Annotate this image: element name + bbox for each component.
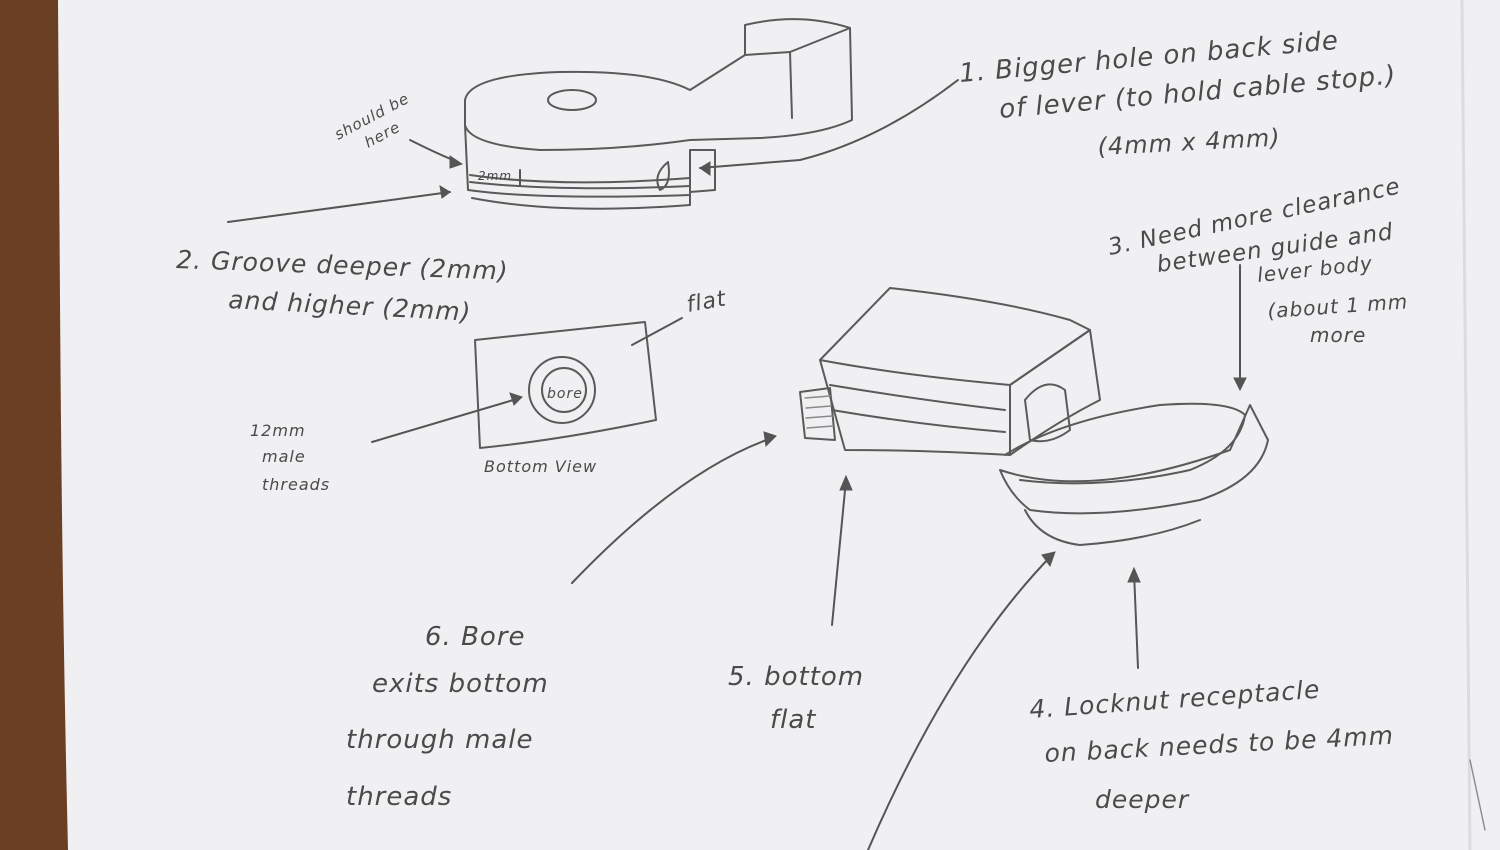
note-6-line-3: through male	[346, 725, 533, 755]
bottom-view-label: Bottom View	[484, 457, 597, 476]
note-6-line-4: threads	[346, 782, 452, 812]
male-threads-label-2: male	[262, 447, 306, 466]
note-6: 6. Bore exits bottom through male thread…	[346, 622, 549, 812]
two-mm-label: 2mm	[478, 169, 512, 183]
note-4-line-3: deeper	[1095, 785, 1190, 814]
note-6-line-1: 6. Bore	[425, 622, 526, 652]
note-5: 5. bottom flat	[728, 662, 864, 735]
lever-sketch-top	[464, 18, 853, 210]
note-5-line-1: 5. bottom	[728, 662, 864, 692]
bore-label: bore	[547, 386, 583, 402]
note-5-line-2: flat	[770, 705, 817, 735]
lever-sketch-3d	[799, 287, 1269, 546]
male-threads-label-1: 12mm	[250, 421, 306, 440]
note-3-line-5: more	[1310, 323, 1366, 347]
bottom-view-sketch	[474, 321, 657, 449]
paper-sheet	[58, 0, 1500, 850]
note-6-line-2: exits bottom	[372, 669, 549, 699]
male-threads-label-3: threads	[262, 475, 330, 494]
